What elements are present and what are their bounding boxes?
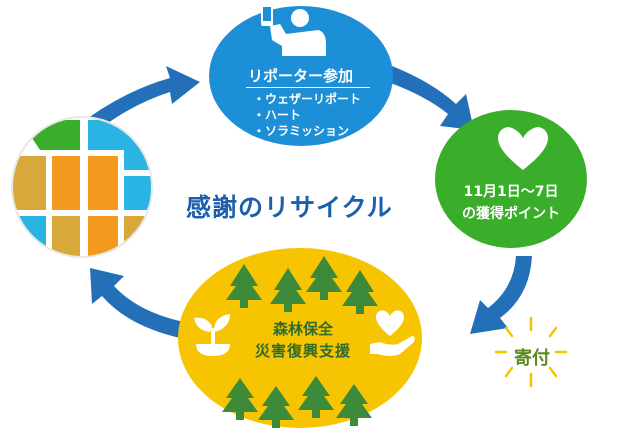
tree-icon <box>342 270 378 314</box>
points-label: の獲得ポイント <box>462 206 560 222</box>
arrow-points-to-forest <box>470 256 532 334</box>
arrow-forest-to-globe <box>90 268 184 338</box>
diagram-title: 感謝のリサイクル <box>186 193 393 222</box>
sprout-icon <box>194 314 230 356</box>
donation-sparkle <box>494 316 568 388</box>
tree-icon <box>306 256 342 300</box>
reporter-circle <box>209 6 393 146</box>
reporter-item-heart: ・ハート <box>253 108 302 122</box>
tree-icon <box>336 384 372 426</box>
reporter-item-sora-mission: ・ソラミッション <box>253 124 350 138</box>
tree-icon <box>298 376 334 418</box>
heart-in-hand-icon <box>370 310 415 356</box>
tree-icon <box>222 378 258 420</box>
tree-icon <box>258 386 294 428</box>
tree-icon <box>270 268 306 312</box>
points-period: 11月1日〜7日 <box>463 184 559 200</box>
reporter-list: ・ウェザーリポート ・ハート ・ソラミッション <box>253 91 361 139</box>
reporter-item-weather-report: ・ウェザーリポート <box>253 92 362 106</box>
tree-icon <box>226 264 262 308</box>
donation-label: 寄付 <box>514 348 550 369</box>
forest-conservation-label: 森林保全 <box>272 320 333 338</box>
reporter-heading: リポーター参加 <box>248 67 354 85</box>
globe-icon <box>11 116 153 258</box>
heart-icon <box>498 127 548 170</box>
reporter-divider <box>246 87 370 88</box>
disaster-recovery-label: 災害復興支援 <box>254 342 351 360</box>
arrow-reporter-to-points <box>388 66 474 130</box>
points-circle <box>435 110 587 248</box>
tree-icons <box>222 256 378 428</box>
person-holding-phone-icon <box>261 4 326 56</box>
